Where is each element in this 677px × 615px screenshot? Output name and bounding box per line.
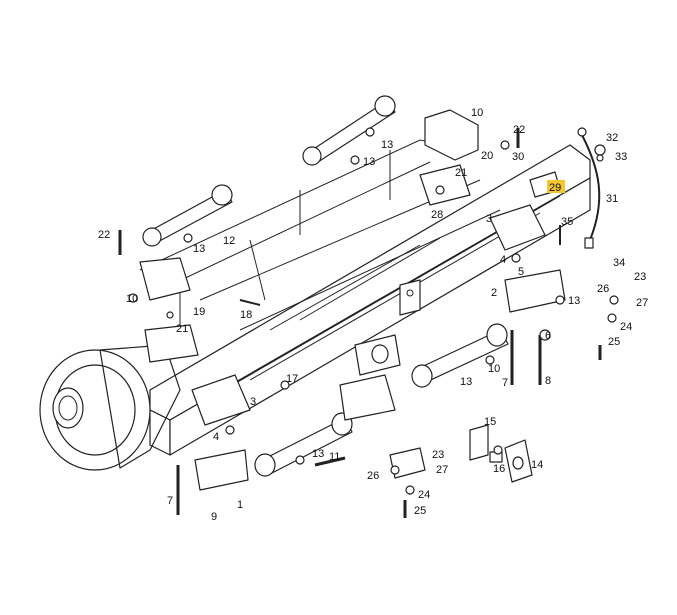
callout-5: 5	[518, 266, 524, 278]
upper-link-left	[142, 184, 233, 247]
callout-21: 21	[455, 167, 467, 179]
center-mount	[339, 279, 421, 421]
bolts	[118, 128, 602, 518]
callout-31: 31	[606, 193, 618, 205]
axle-beam	[149, 144, 591, 456]
callout-3: 3	[486, 213, 492, 225]
upper-bracket-top	[419, 109, 479, 206]
callout-34: 34	[613, 257, 625, 269]
callout-9: 9	[211, 511, 217, 523]
callout-18: 18	[240, 309, 252, 321]
callout-21: 21	[176, 323, 188, 335]
callout-27: 27	[436, 464, 448, 476]
callout-24: 24	[418, 489, 430, 501]
nuts-and-washers	[128, 127, 619, 495]
callout-33: 33	[615, 151, 627, 163]
lower-left-bracket	[191, 374, 251, 491]
callout-7: 7	[167, 495, 173, 507]
callout-13: 13	[460, 376, 472, 388]
callout-labels: 10 22 13 13 21 20 30 32 33 29 31 28 3 35…	[98, 107, 648, 523]
lower-right-cluster	[389, 424, 533, 483]
callout-10: 10	[126, 293, 138, 305]
callout-29: 29	[549, 182, 561, 194]
callout-15: 15	[484, 416, 496, 428]
differential-housing	[39, 344, 181, 471]
callout-10: 10	[471, 107, 483, 119]
callout-26: 26	[367, 470, 379, 482]
callout-23: 23	[634, 271, 646, 283]
callout-20: 20	[481, 150, 493, 162]
callout-16: 16	[493, 463, 505, 475]
callout-7: 7	[502, 377, 508, 389]
callout-12: 12	[223, 235, 235, 247]
callout-17: 17	[286, 373, 298, 385]
callout-13: 13	[312, 448, 324, 460]
callout-highlight	[547, 180, 565, 193]
callout-8: 8	[545, 375, 551, 387]
callout-23: 23	[432, 449, 444, 461]
lower-arm	[411, 323, 509, 388]
callout-28: 28	[431, 209, 443, 221]
callout-22: 22	[98, 229, 110, 241]
callout-1: 1	[237, 499, 243, 511]
callout-3: 3	[250, 396, 256, 408]
callout-25: 25	[608, 336, 620, 348]
callout-26: 26	[597, 283, 609, 295]
callout-13: 13	[568, 295, 580, 307]
callout-22: 22	[513, 124, 525, 136]
callout-25: 25	[414, 505, 426, 517]
callout-11: 11	[329, 451, 340, 463]
callout-24: 24	[620, 321, 632, 333]
callout-13: 13	[381, 139, 393, 151]
callout-19: 19	[193, 306, 205, 318]
callout-2: 2	[491, 287, 497, 299]
callout-14: 14	[531, 459, 543, 471]
callout-4: 4	[213, 431, 219, 443]
right-bearing-block	[489, 204, 566, 313]
callout-35: 35	[561, 216, 573, 228]
callout-13: 13	[363, 156, 375, 168]
callout-27: 27	[636, 297, 648, 309]
callout-32: 32	[606, 132, 618, 144]
callout-30: 30	[512, 151, 524, 163]
callout-10: 10	[488, 363, 500, 375]
callout-4: 4	[500, 254, 506, 266]
callout-6: 6	[545, 330, 551, 342]
callout-13: 13	[193, 243, 205, 255]
upper-link-right	[302, 95, 396, 166]
sensor-cable	[577, 127, 601, 249]
lower-link-left	[254, 412, 353, 477]
left-bracket	[139, 257, 199, 363]
